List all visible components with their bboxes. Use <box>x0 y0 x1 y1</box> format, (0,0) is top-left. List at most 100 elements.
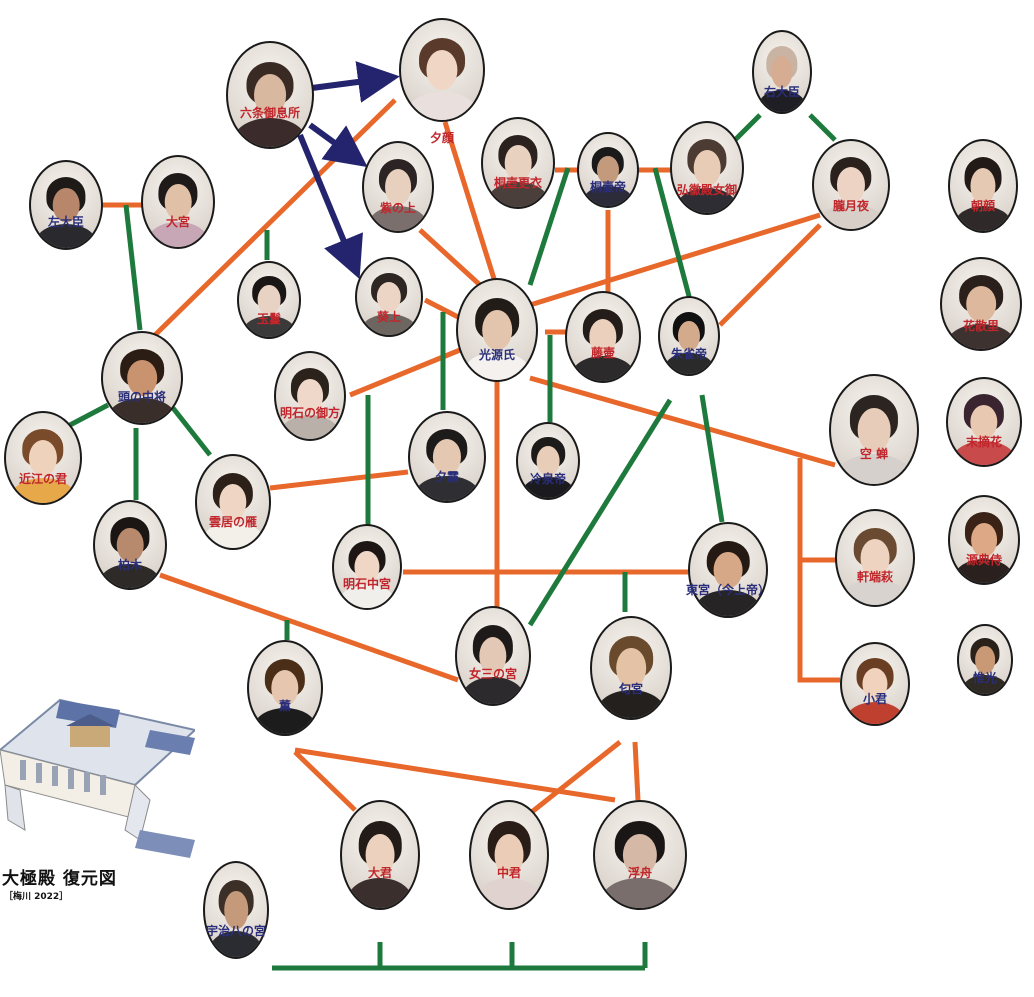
jealousy-arrow <box>311 61 400 103</box>
character-name: 桐壷帝 <box>589 180 627 194</box>
jealousy-arrow <box>308 122 368 168</box>
character-name: 近江の君 <box>18 472 68 486</box>
portrait-photo <box>577 132 639 208</box>
kinship-line <box>652 167 693 301</box>
character-name: 葵上 <box>376 310 402 324</box>
portrait-photo <box>835 509 915 607</box>
portrait-photo <box>658 296 720 376</box>
portrait-photo <box>670 121 744 215</box>
kinship-line <box>68 402 110 428</box>
romance-line <box>526 740 622 817</box>
character-name: 夕霧 <box>434 470 460 484</box>
romance-line <box>442 121 498 283</box>
jealousy-arrow <box>297 133 363 280</box>
portrait-photo <box>516 422 580 500</box>
kinship-line <box>733 113 762 142</box>
character-name: 六条御息所 <box>239 106 301 120</box>
character-name: 惟光 <box>972 671 998 685</box>
portrait-photo <box>469 800 549 910</box>
portrait-photo <box>226 41 314 149</box>
character-name: 末摘花 <box>965 435 1003 449</box>
character-name: 右大臣 <box>763 85 801 99</box>
character-name: 空 蝉 <box>859 447 889 461</box>
romance-line <box>423 297 462 321</box>
portrait-photo <box>247 640 323 736</box>
romance-line <box>269 469 409 491</box>
character-name: 大君 <box>367 866 393 880</box>
character-name: 弘徽殿女御 <box>676 183 738 197</box>
romance-line <box>632 741 641 801</box>
portrait-photo <box>481 117 555 209</box>
portrait-photo <box>362 141 434 233</box>
palace-credit: ［梅川 2022］ <box>4 892 69 902</box>
romance-line <box>159 572 459 683</box>
portrait-photo <box>688 522 768 618</box>
kinship-line <box>171 406 212 457</box>
portrait-photo <box>274 351 346 441</box>
portrait-photo <box>355 257 423 337</box>
romance-line <box>529 375 836 468</box>
character-name: 左大臣 <box>47 215 85 229</box>
character-name: 雲居の雁 <box>208 515 258 529</box>
portrait-photo <box>456 278 538 382</box>
palace-reconstruction-image <box>0 690 198 858</box>
character-name: 花散里 <box>962 319 1000 333</box>
portrait-photo <box>101 331 183 425</box>
character-name: 朱雀帝 <box>670 347 708 361</box>
kinship-line <box>123 204 143 331</box>
character-name: 玉鬘 <box>256 312 282 326</box>
kinship-line <box>527 167 571 286</box>
kinship-line <box>808 113 837 142</box>
character-name: 明石中宮 <box>342 577 392 591</box>
character-name: 東宮（今上帝） <box>685 583 771 597</box>
character-name: 頭の中将 <box>117 390 167 404</box>
portrait-photo <box>957 624 1013 696</box>
portrait-photo <box>948 139 1018 233</box>
portrait-photo <box>946 377 1022 467</box>
romance-line <box>294 747 616 803</box>
character-name: 匂宮 <box>618 682 644 696</box>
portrait-photo <box>593 800 687 910</box>
character-name: 薫 <box>278 699 292 713</box>
character-name: 夕顔 <box>429 131 455 145</box>
character-name: 軒端萩 <box>856 570 894 584</box>
portrait-photo <box>455 606 531 706</box>
portrait-photo <box>340 800 420 910</box>
portrait-photo <box>195 454 271 550</box>
portrait-photo <box>4 411 82 505</box>
portrait-photo <box>812 139 890 231</box>
character-name: 宇治八の宮 <box>205 924 267 938</box>
character-name: 大宮 <box>165 215 191 229</box>
character-name: 女三の宮 <box>468 667 518 681</box>
portrait-photo <box>141 155 215 249</box>
portrait-photo <box>399 18 485 122</box>
character-name: 柏木 <box>117 558 143 572</box>
romance-line <box>529 212 821 308</box>
portrait-photo <box>332 524 402 610</box>
character-name: 浮舟 <box>627 866 653 880</box>
character-name: 小君 <box>862 692 888 706</box>
portrait-photo <box>93 500 167 590</box>
portrait-photo <box>752 30 812 114</box>
character-name: 中君 <box>496 866 522 880</box>
portrait-photo <box>565 291 641 383</box>
kinship-line <box>527 398 673 627</box>
portrait-photo <box>408 411 486 503</box>
portrait-photo <box>840 642 910 726</box>
character-name: 藤壷 <box>590 346 616 360</box>
character-name: 朝顔 <box>970 199 996 213</box>
palace-caption: 大極殿 復元図 <box>2 869 117 889</box>
character-name: 紫の上 <box>379 201 417 215</box>
romance-line <box>293 750 357 812</box>
portrait-photo <box>237 261 301 339</box>
romance-line <box>718 223 822 327</box>
portrait-photo <box>203 861 269 959</box>
character-name: 冷泉帝 <box>529 472 567 486</box>
romance-line <box>418 228 482 287</box>
portrait-photo <box>29 160 103 250</box>
character-name: 朧月夜 <box>832 199 870 213</box>
portrait-photo <box>590 616 672 720</box>
portrait-photo <box>948 495 1020 585</box>
